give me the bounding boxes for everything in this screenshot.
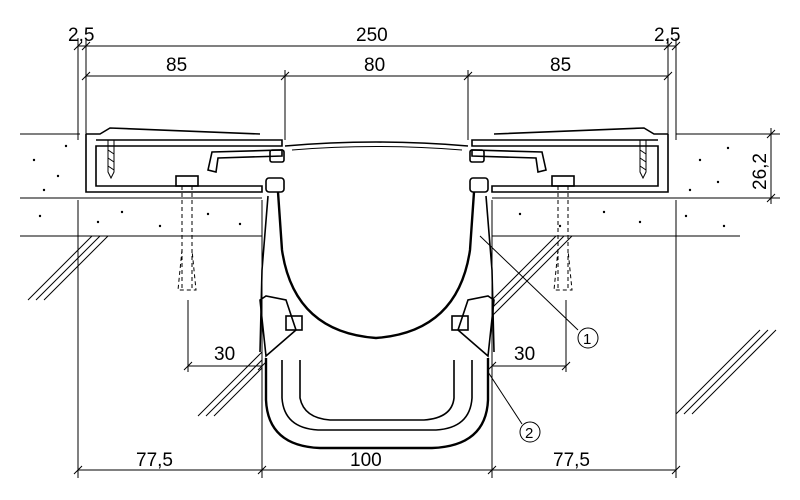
dim-bottom-center: 100 <box>350 450 382 471</box>
dim-anchor-left: 30 <box>214 344 235 365</box>
callout-1-marker <box>577 327 599 349</box>
dim-top-overall: 250 <box>356 25 388 46</box>
dim-mid-left: 85 <box>166 55 187 76</box>
dim-top-edge-right: 2,5 <box>654 25 680 46</box>
dimension-labels: 2,5 250 2,5 85 80 85 26,2 30 30 77,5 100… <box>68 25 771 471</box>
callout-1-label: 1 <box>583 331 591 348</box>
anchors <box>107 139 647 291</box>
dim-top-edge-left: 2,5 <box>68 25 94 46</box>
concrete-texture <box>32 144 730 228</box>
callout-2-marker <box>519 421 541 443</box>
dim-height-right: 26,2 <box>750 153 771 190</box>
dim-bottom-right: 77,5 <box>553 450 590 471</box>
dim-mid-right: 85 <box>550 55 571 76</box>
dim-mid-center: 80 <box>364 55 385 76</box>
concrete-slab <box>20 133 777 417</box>
joint-profile <box>85 127 669 450</box>
dimension-lines <box>73 38 780 478</box>
ground-hatching <box>27 235 777 417</box>
dim-bottom-left: 77,5 <box>136 450 173 471</box>
dim-anchor-right: 30 <box>514 344 535 365</box>
callouts: 1 2 <box>479 235 599 443</box>
callout-2-label: 2 <box>525 425 533 442</box>
